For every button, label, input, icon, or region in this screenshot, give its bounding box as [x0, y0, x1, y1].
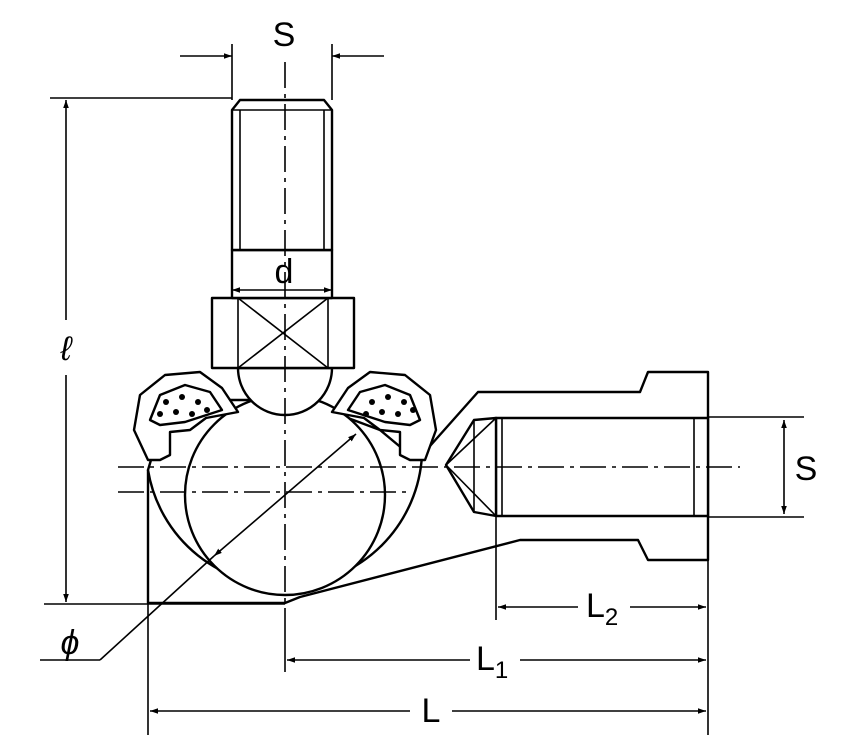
seal-clip-left: [132, 370, 240, 462]
label-ball-diameter: ϕ: [61, 624, 80, 662]
seal-clip-right: [330, 370, 438, 462]
label-length-total: L: [422, 692, 441, 730]
stud-thread: [230, 98, 334, 252]
label-thread-right: S: [795, 450, 818, 488]
grease-dots-right: [363, 394, 416, 417]
dimension-length-1: L1: [284, 612, 706, 684]
grease-dots-left: [157, 394, 210, 417]
dimension-height: ℓ: [44, 97, 285, 605]
label-stud-diameter: d: [275, 253, 294, 291]
dimension-length-2: L2: [495, 516, 709, 735]
label-thread-top: S: [273, 16, 296, 54]
dimension-thread-right: S: [708, 416, 818, 518]
label-length-2: L2: [586, 587, 618, 631]
dimension-stud-diameter: d: [232, 253, 332, 293]
label-length-1: L1: [476, 640, 508, 684]
dimension-ball-diameter: ϕ: [40, 433, 357, 662]
label-height: ℓ: [60, 330, 74, 368]
dimension-thread-top: S: [180, 16, 384, 100]
dimension-length-total: L: [147, 603, 706, 735]
